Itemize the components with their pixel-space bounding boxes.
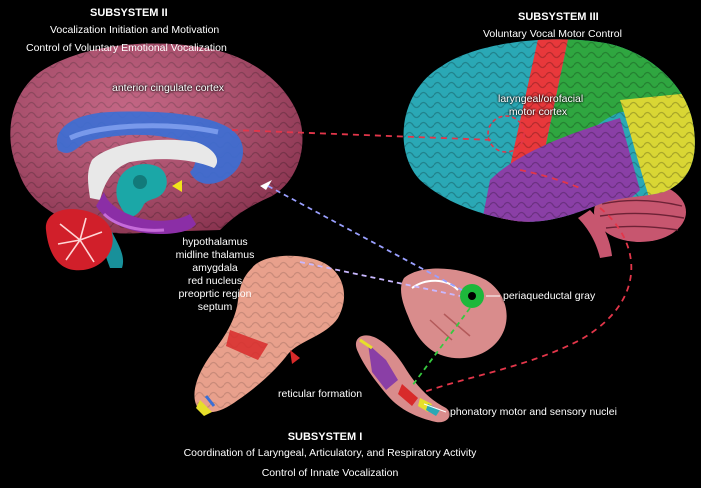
label-hypothalamus: hypothalamus bbox=[182, 236, 248, 248]
cerebellum-medial bbox=[45, 208, 113, 271]
subsystem-3-line-1: Voluntary Vocal Motor Control bbox=[483, 28, 622, 40]
label-amygdala: amygdala bbox=[192, 262, 238, 274]
connector-limbic-pag bbox=[299, 261, 461, 297]
subsystem-2-line-1: Vocalization Initiation and Motivation bbox=[50, 24, 220, 36]
label-phonatory-nuclei: phonatory motor and sensory nuclei bbox=[450, 406, 617, 418]
label-septum: septum bbox=[197, 301, 233, 313]
connector-pag-reticular bbox=[411, 307, 471, 387]
subsystem-1-title: SUBSYSTEM I bbox=[287, 431, 363, 443]
leader-nuclei bbox=[423, 403, 447, 413]
label-periaqueductal-gray: periaqueductal gray bbox=[503, 290, 596, 302]
medulla-section bbox=[355, 335, 450, 423]
label-midline-thalamus: midline thalamus bbox=[175, 249, 255, 261]
label-motor-cortex: laryngeal/orofacial motor cortex bbox=[498, 93, 584, 119]
lateral-brain bbox=[403, 39, 695, 258]
limbic-label-list: hypothalamus midline thalamus amygdala r… bbox=[160, 236, 270, 314]
subsystem-3-title: SUBSYSTEM III bbox=[518, 11, 599, 23]
label-motor-cortex-line-2: motor cortex bbox=[508, 106, 568, 118]
label-preoptic-region: preoprtic region bbox=[178, 288, 252, 300]
label-anterior-cingulate: anterior cingulate cortex bbox=[112, 82, 225, 94]
connector-acc-pag bbox=[267, 185, 463, 291]
label-motor-cortex-line-1: laryngeal/orofacial bbox=[498, 93, 584, 105]
label-red-nucleus: red nucleus bbox=[187, 275, 243, 287]
medial-brain bbox=[10, 43, 303, 271]
subsystem-2-title: SUBSYSTEM II bbox=[90, 7, 168, 19]
label-reticular-formation: reticular formation bbox=[278, 388, 363, 400]
brainstem bbox=[194, 255, 345, 416]
fornix bbox=[88, 139, 218, 200]
motor-cortex-ring bbox=[487, 115, 525, 153]
pag-section bbox=[401, 268, 507, 359]
subsystem-1-line-2: Control of Innate Vocalization bbox=[261, 467, 399, 479]
connector-motor-nuclei bbox=[423, 207, 633, 393]
subsystem-2-line-2: Control of Voluntary Emotional Vocalizat… bbox=[26, 42, 227, 54]
thalamus-teal bbox=[116, 163, 167, 217]
subsystem-1-line-1: Coordination of Laryngeal, Articulatory,… bbox=[183, 447, 477, 459]
connectors bbox=[231, 129, 633, 413]
